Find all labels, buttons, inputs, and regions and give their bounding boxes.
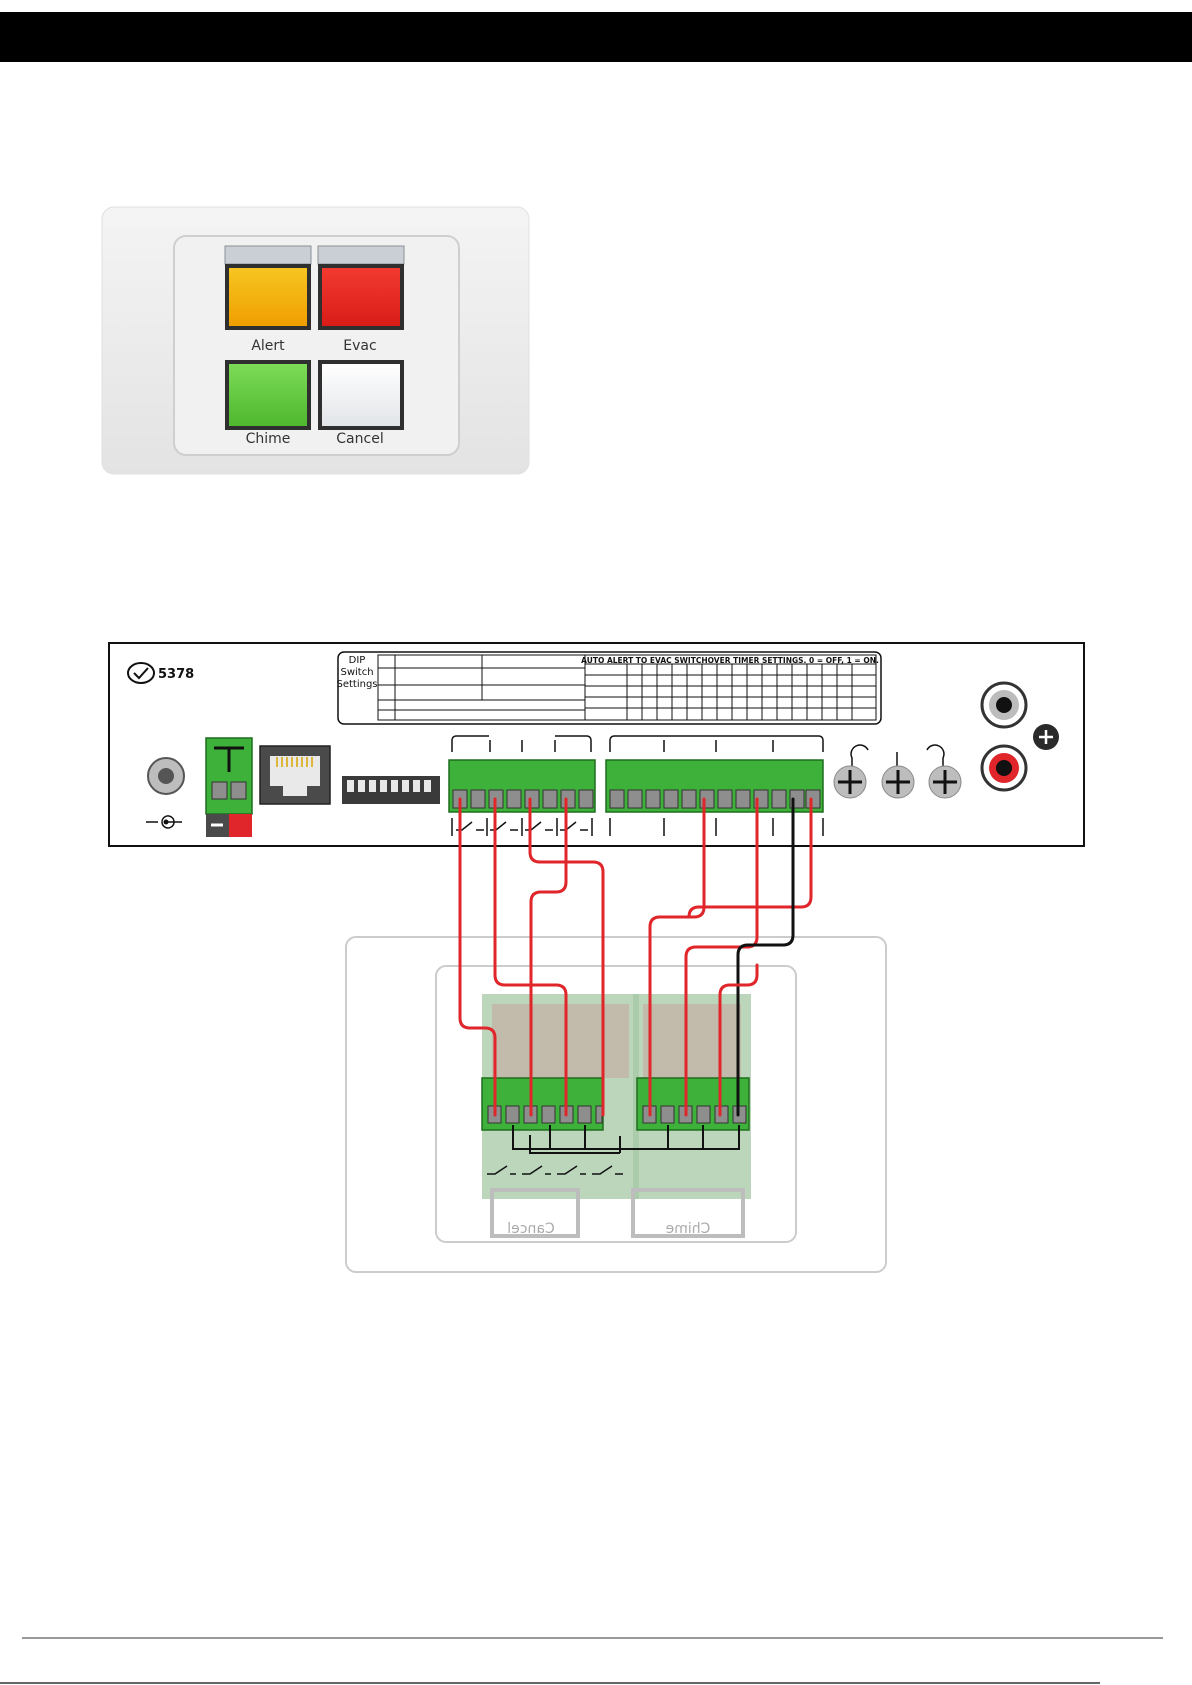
output-terminal-block	[606, 760, 823, 812]
chime-label: Chime	[246, 431, 291, 447]
mirrored-chime-label: Chime	[666, 1221, 711, 1237]
dip-label-line-1: DIP	[349, 655, 366, 666]
dip-label-line-3: Settings	[336, 679, 377, 690]
cancel-label: Cancel	[336, 431, 383, 447]
mirrored-wallplate: Cancel Chime	[346, 937, 886, 1272]
wallplate: Alert Evac Chime Cancel	[102, 207, 529, 474]
input-terminal-block	[449, 760, 595, 812]
wallplate-inner	[174, 236, 459, 455]
network-port-icon	[260, 746, 330, 804]
evac-label: Evac	[343, 338, 376, 354]
rear-panel: 5378 DIP Switch Settings	[109, 643, 1084, 846]
dip-label-line-2: Switch	[340, 667, 373, 678]
mirrored-cancel-label: Cancel	[507, 1221, 554, 1237]
alert-label: Alert	[251, 338, 285, 354]
volume-pot-icons	[834, 766, 961, 798]
dip-switch-block	[342, 776, 440, 804]
timer-table-title: AUTO ALERT TO EVAC SWITCHOVER TIMER SETT…	[581, 656, 879, 665]
rcm-number: 5378	[158, 667, 194, 682]
power-terminal	[206, 738, 252, 837]
